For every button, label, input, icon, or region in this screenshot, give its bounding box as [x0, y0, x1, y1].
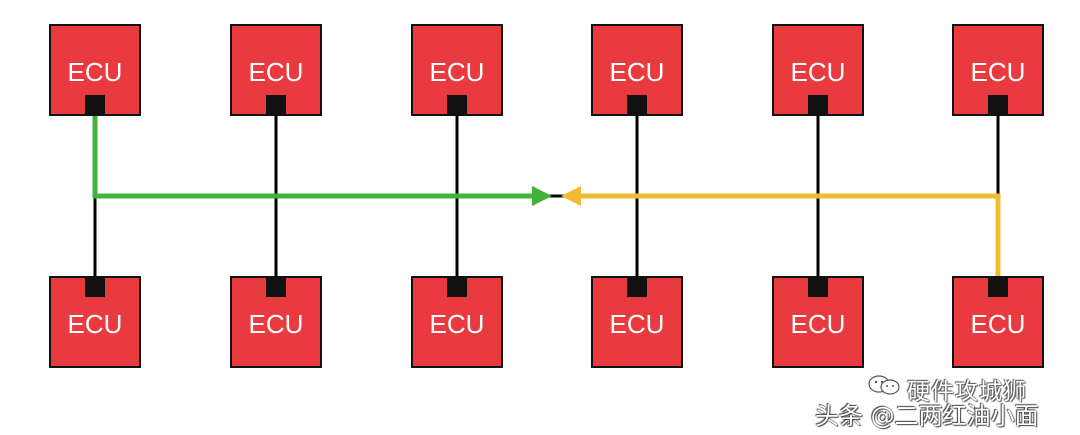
ecu-label: ECU	[610, 57, 665, 87]
ecu-label: ECU	[430, 309, 485, 339]
ecu-label: ECU	[249, 309, 304, 339]
ecu-label: ECU	[971, 309, 1026, 339]
ecu-connector	[447, 277, 467, 297]
ecu-label: ECU	[68, 309, 123, 339]
ecu-top-4: ECU	[591, 24, 683, 116]
ecu-label: ECU	[791, 309, 846, 339]
ecu-label: ECU	[971, 57, 1026, 87]
ecu-connector	[266, 277, 286, 297]
ecu-label: ECU	[249, 57, 304, 87]
watermark-line1: 硬件攻城狮	[907, 379, 1027, 405]
ecu-connector	[808, 95, 828, 115]
ecu-top-2: ECU	[230, 24, 322, 116]
yellow-arrowhead	[561, 186, 581, 206]
ecu-connector	[988, 95, 1008, 115]
ecu-bottom-6: ECU	[952, 276, 1044, 368]
ecu-top-1: ECU	[49, 24, 141, 116]
ecu-top-6: ECU	[952, 24, 1044, 116]
ecu-top-5: ECU	[772, 24, 864, 116]
ecu-bottom-1: ECU	[49, 276, 141, 368]
ecu-connector	[85, 277, 105, 297]
ecu-connector	[85, 95, 105, 115]
ecu-boxes: ECU ECU ECU ECU ECU ECU ECU ECU ECU ECU ECU ECU	[49, 24, 1044, 368]
yellow-signal-path	[578, 193, 1001, 277]
ecu-connector	[447, 95, 467, 115]
wechat-icon	[868, 375, 900, 395]
ecu-bottom-3: ECU	[411, 276, 503, 368]
ecu-bottom-2: ECU	[230, 276, 322, 368]
ecu-connector	[808, 277, 828, 297]
ecu-connector	[627, 95, 647, 115]
ecu-label: ECU	[68, 57, 123, 87]
ecu-connector	[266, 95, 286, 115]
signal-paths	[92, 115, 1001, 277]
watermark-line2: 头条 @二两红油小面	[815, 402, 1039, 430]
green-signal-path	[92, 115, 535, 199]
ecu-connector	[627, 277, 647, 297]
ecu-bottom-5: ECU	[772, 276, 864, 368]
ecu-label: ECU	[791, 57, 846, 87]
ecu-top-3: ECU	[411, 24, 503, 116]
ecu-bottom-4: ECU	[591, 276, 683, 368]
green-arrowhead	[532, 186, 552, 206]
watermark: 硬件攻城狮 头条 @二两红油小面	[815, 372, 1075, 432]
ecu-connector	[988, 277, 1008, 297]
ecu-label: ECU	[610, 309, 665, 339]
ecu-label: ECU	[430, 57, 485, 87]
